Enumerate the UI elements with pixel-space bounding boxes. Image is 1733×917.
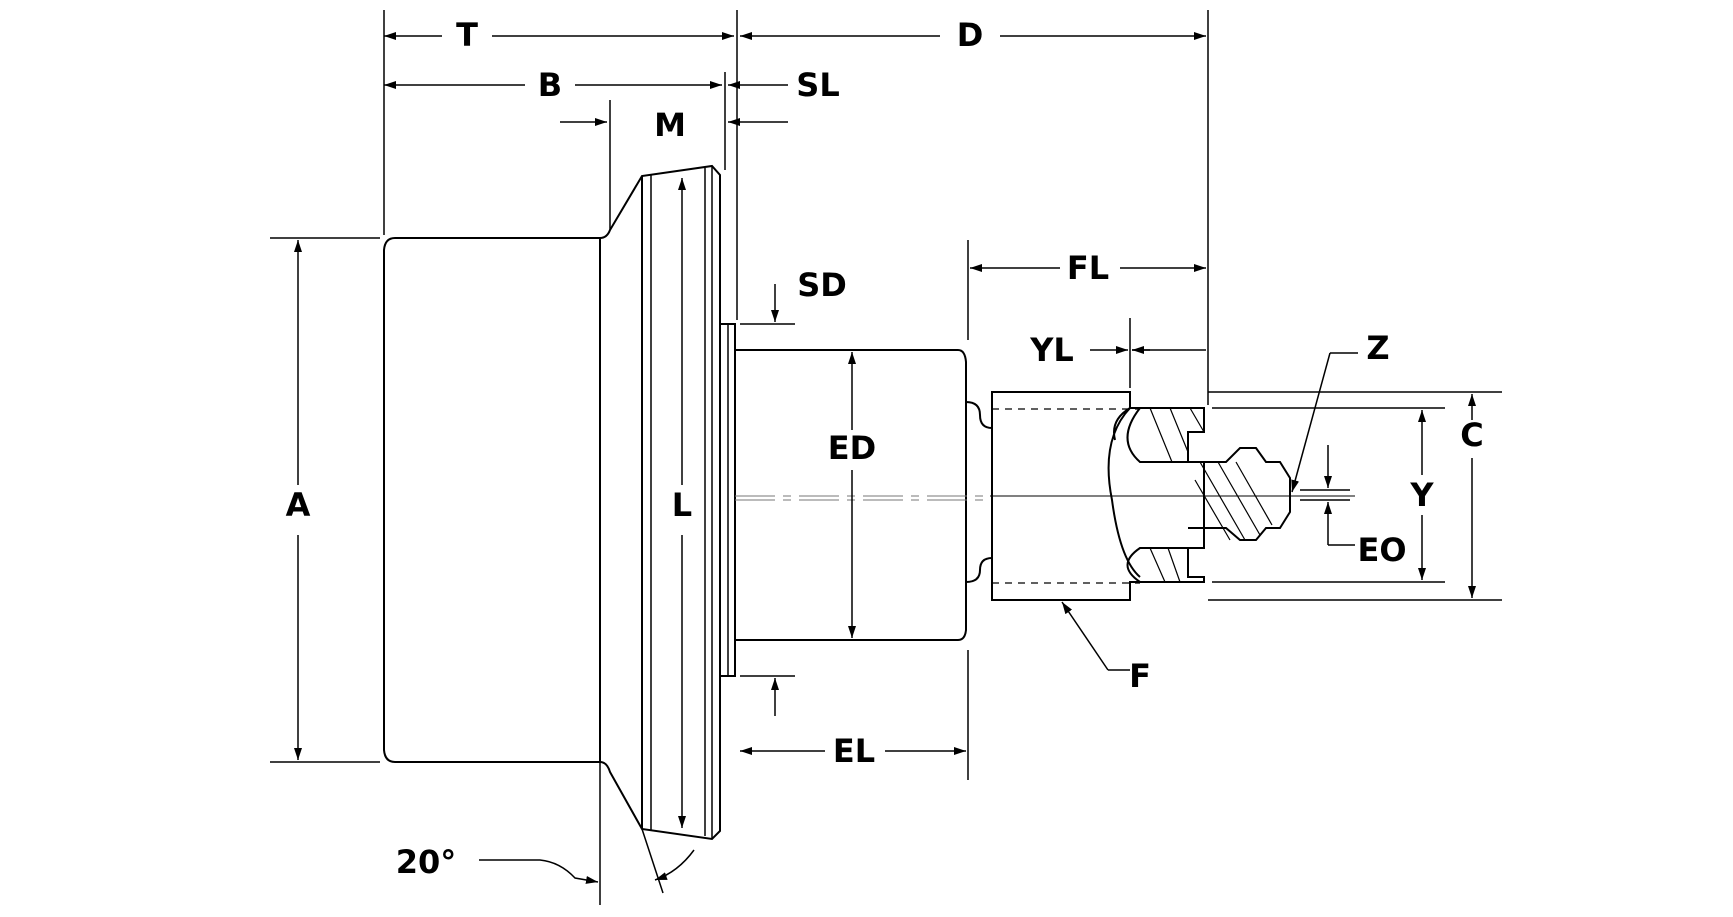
label-C: C (1460, 416, 1483, 454)
label-D: D (957, 16, 984, 54)
label-T: T (456, 16, 478, 54)
label-EL: EL (833, 732, 875, 770)
label-L: L (672, 486, 692, 524)
part-outline (383, 164, 1355, 841)
label-FL: FL (1067, 249, 1109, 287)
fitting-hatch (1194, 461, 1273, 541)
label-YL: YL (1029, 331, 1074, 369)
neck-groove (965, 401, 993, 583)
extension-lines (270, 10, 1502, 905)
grease-fitting (1188, 447, 1291, 541)
label-Z: Z (1366, 329, 1389, 367)
label-SL: SL (796, 66, 839, 104)
label-M: M (654, 106, 686, 144)
label-A: A (286, 486, 311, 524)
label-Y: Y (1409, 476, 1434, 514)
label-angle: 20° (396, 843, 457, 881)
dimension-arrows (294, 32, 1476, 884)
label-B: B (538, 66, 562, 104)
label-F: F (1129, 657, 1151, 695)
dimension-labels: T D B SL M SD FL YL Z A L ED C Y EO F EL… (286, 16, 1484, 881)
label-SD: SD (797, 266, 847, 304)
hatch-lines (1145, 407, 1205, 583)
label-ED: ED (828, 429, 876, 467)
section-upper (1126, 407, 1205, 463)
label-EO: EO (1357, 531, 1406, 569)
section-lower (1126, 547, 1205, 583)
outer-ring (383, 164, 721, 841)
eccentric-stud (735, 349, 967, 641)
